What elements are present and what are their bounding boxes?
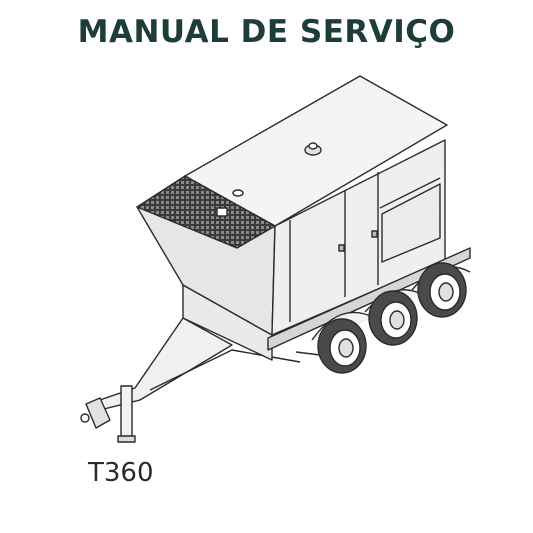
vent-grille (136, 175, 276, 249)
model-label: T360 (88, 458, 154, 488)
wheel-front (317, 318, 367, 374)
tow-bar (80, 317, 301, 443)
wheel-rear (417, 262, 467, 318)
wheel-middle (368, 290, 418, 346)
manual-title: MANUAL DE SERVIÇO (77, 14, 456, 50)
